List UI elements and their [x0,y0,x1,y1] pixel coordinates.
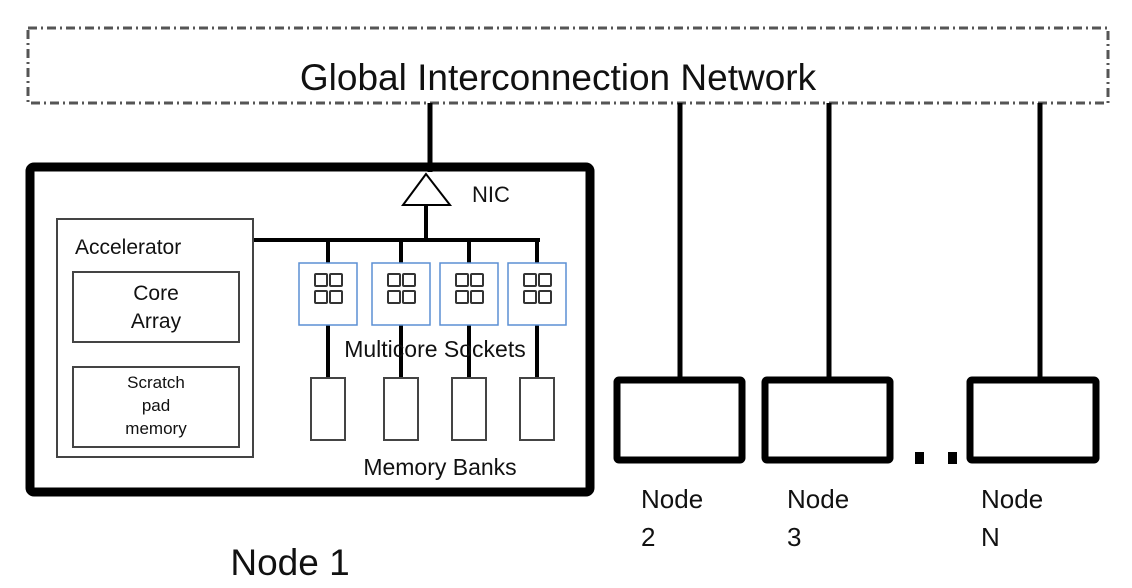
core-array-label-line1: Core [133,282,179,305]
cpu-cores-icon [314,273,343,304]
core-square [387,273,401,287]
memory-banks [310,377,555,441]
scratchpad-box [72,366,240,448]
core-square [329,290,343,304]
core-square [470,273,484,287]
core-square [455,273,469,287]
cpu-cores-icon [455,273,484,304]
node-3-box [761,376,894,464]
nic-label: NIC [472,182,510,207]
accelerator-title: Accelerator [75,236,181,259]
core-square [523,290,537,304]
node1: NIC Accelerator Core Array Scratch pad m… [25,162,595,497]
cpu-cores-icon [523,273,552,304]
core-square [402,290,416,304]
multicore-sockets [298,240,567,378]
core-array-box [72,271,240,343]
node-3: Node 3 [761,103,894,552]
ellipsis-dot [948,452,957,464]
node-2-name: Node [641,484,703,514]
core-array-label-line2: Array [131,310,182,333]
memory-bank [310,377,346,441]
core-square [538,273,552,287]
core-square [455,290,469,304]
nic-icon [401,172,453,206]
node-n-box [966,376,1100,464]
node-2: Node 2 [613,103,746,552]
core-square [387,290,401,304]
node1-border [25,162,595,497]
core-square [314,290,328,304]
other-nodes: Node 2 Node 3 Node N [613,103,1100,552]
core-square [402,273,416,287]
accelerator: Accelerator Core Array Scratch pad memor… [56,218,254,458]
scratchpad-label-line2: pad [142,396,170,415]
core-square [538,290,552,304]
ellipsis [915,452,957,464]
node1-label: Node 1 [230,542,349,583]
network-title: Global Interconnection Network [300,57,817,98]
node-n-name: Node [981,484,1043,514]
node-n-id: N [981,522,1000,552]
memory-bank [451,377,487,441]
memory-bank [383,377,419,441]
sockets-label: Multicore Sockets [344,336,526,362]
core-square [314,273,328,287]
core-square [523,273,537,287]
network-border [26,26,1110,105]
core-square [470,290,484,304]
node-3-id: 3 [787,522,801,552]
ellipsis-dot [915,452,924,464]
memory-bank [519,377,555,441]
cpu-cores-icon [387,273,416,304]
node-n: Node N [966,103,1100,552]
node-2-id: 2 [641,522,655,552]
core-square [329,273,343,287]
scratchpad-label-line3: memory [125,419,187,438]
global-network: Global Interconnection Network [26,26,1110,105]
node-2-box [613,376,746,464]
memory-banks-label: Memory Banks [363,454,516,480]
node-3-name: Node [787,484,849,514]
scratchpad-label-line1: Scratch [127,373,185,392]
